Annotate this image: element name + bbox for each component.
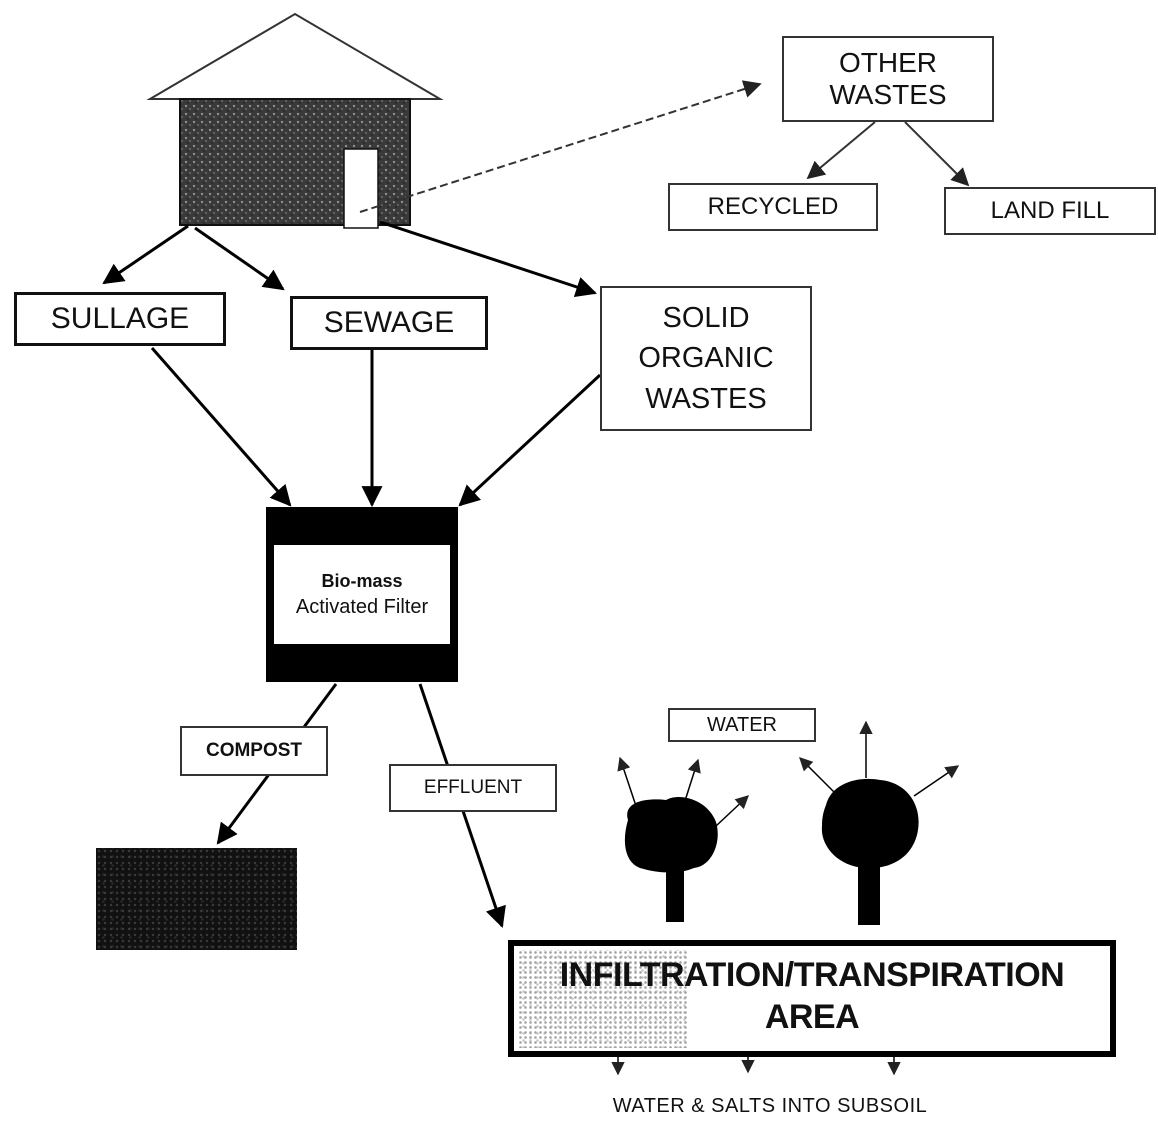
solid-organic-wastes-box: SOLID ORGANIC WASTES — [600, 286, 812, 431]
effluent-box: EFFLUENT — [389, 764, 557, 812]
solid-organic-wastes-label: SOLID ORGANIC WASTES — [638, 301, 774, 415]
tree-icon — [617, 756, 749, 922]
house-icon — [146, 12, 444, 229]
arrow-house-to-solid — [379, 220, 597, 298]
subsoil-label: WATER & SALTS INTO SUBSOIL — [612, 1095, 928, 1117]
recycled-label: RECYCLED — [707, 193, 839, 221]
water-label: WATER — [707, 713, 777, 736]
infiltration-area-label: INFILTRATION/TRANSPIRATION AREA — [559, 956, 1065, 1036]
arrow-house-to-sewage — [194, 226, 285, 291]
land-fill-box: LAND FILL — [944, 187, 1156, 235]
sewage-label: SEWAGE — [323, 305, 455, 339]
arrow-other-to-recycled — [806, 121, 876, 180]
soil-texture — [518, 950, 688, 1048]
house-door — [343, 148, 379, 229]
tree-icon-2 — [799, 720, 960, 925]
biomass-filter: Bio-mass Activated Filter — [266, 507, 458, 682]
land-fill-label: LAND FILL — [990, 197, 1110, 225]
arrow-sullage-to-filter — [150, 347, 292, 507]
water-box: WATER — [668, 708, 816, 742]
house-roof — [146, 12, 444, 100]
compost-label: COMPOST — [205, 740, 303, 762]
compost-pile — [96, 848, 297, 950]
recycled-box: RECYCLED — [668, 183, 878, 231]
arrow-house-to-other-wastes — [359, 80, 762, 213]
other-wastes-label: OTHER WASTES — [829, 46, 947, 110]
sewage-box: SEWAGE — [290, 296, 488, 350]
effluent-label: EFFLUENT — [423, 777, 523, 799]
filter-label-line1: Bio-mass — [321, 570, 403, 591]
arrow-house-to-sullage — [102, 224, 189, 285]
other-wastes-box: OTHER WASTES — [782, 36, 994, 122]
arrow-solid-to-filter — [458, 373, 602, 507]
compost-box: COMPOST — [180, 726, 328, 776]
arrow-other-to-landfill — [904, 121, 970, 187]
biomass-filter-panel: Bio-mass Activated Filter — [274, 545, 450, 644]
sullage-box: SULLAGE — [14, 292, 226, 346]
sullage-label: SULLAGE — [50, 301, 190, 335]
infiltration-area-box: INFILTRATION/TRANSPIRATION AREA — [508, 940, 1116, 1057]
filter-label-line2: Activated Filter — [295, 595, 429, 618]
